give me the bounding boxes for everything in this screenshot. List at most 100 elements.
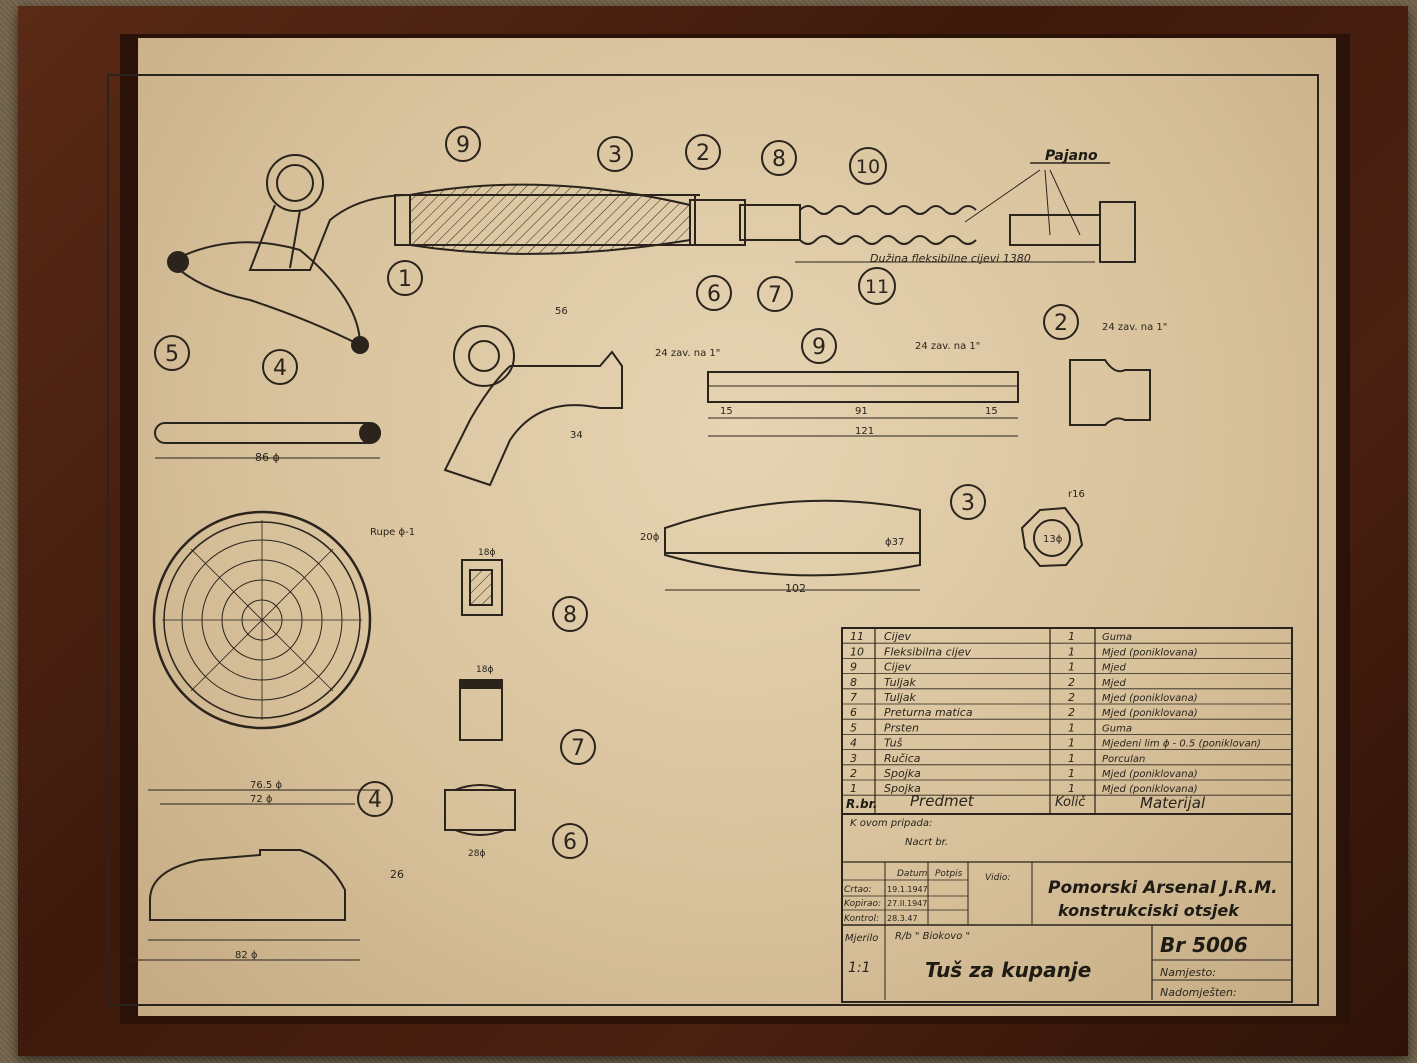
svg-text:6: 6: [563, 830, 577, 855]
org-name: Pomorski Arsenal J.R.M.: [1048, 878, 1278, 898]
callout-4-detail: 4: [357, 781, 393, 817]
svg-text:5: 5: [165, 342, 179, 367]
detail-part-5: [154, 422, 381, 459]
table-cell-item: Tuš: [884, 737, 903, 750]
dim-13: 13ϕ: [1043, 534, 1063, 545]
table-cell-no: 1: [850, 782, 857, 795]
k-ovom-pripada: K ovom pripada:: [850, 818, 932, 829]
detail-part-2: [1069, 359, 1151, 426]
namjesto: Namjesto:: [1160, 966, 1216, 979]
vidio: Vidio:: [985, 873, 1010, 883]
detail-part-3: [664, 499, 1084, 591]
label-hose-length: Dužina fleksibilne cijevi 1380: [870, 252, 1031, 265]
svg-text:6: 6: [707, 282, 721, 307]
callout-8: 8: [761, 140, 797, 176]
dim-24zav-2: 24 zav. na 1": [915, 341, 980, 352]
row-kontrol-date: 28.3.47: [887, 914, 918, 923]
svg-text:9: 9: [456, 133, 470, 158]
table-cell-qty: 1: [1068, 630, 1075, 643]
table-cell-material: Mjed: [1102, 663, 1127, 674]
label-pajano: Pajano: [1045, 148, 1098, 164]
table-cell-item: Spojka: [884, 767, 921, 780]
table-cell-item: Preturna matica: [884, 706, 973, 719]
dim-r16: r16: [1068, 489, 1085, 500]
callout-7: 7: [757, 276, 793, 312]
parts-table: [841, 627, 1293, 815]
svg-text:10: 10: [856, 156, 880, 178]
table-cell-item: Ručica: [884, 752, 921, 765]
callout-7-detail: 7: [560, 729, 596, 765]
table-cell-item: Tuljak: [884, 691, 916, 704]
callout-10: 10: [849, 147, 887, 185]
title-block: [841, 813, 1293, 1003]
table-cell-qty: 2: [1068, 691, 1075, 704]
callout-9-detail: 9: [801, 328, 837, 364]
row-kontrol-label: Kontrol:: [844, 914, 879, 924]
svg-text:4: 4: [368, 788, 382, 813]
dim-34: 34: [570, 430, 583, 441]
dim-24zav-1: 24 zav. na 1": [655, 348, 720, 359]
svg-text:11: 11: [865, 276, 889, 298]
table-cell-material: Mjed (poniklovana): [1102, 647, 1198, 658]
header-kolic: Količ: [1055, 795, 1086, 810]
dim-121: 121: [855, 426, 874, 437]
table-cell-material: Mjedeni lim ϕ - 0.5 (poniklovan): [1102, 739, 1261, 750]
dim-20: 20ϕ: [640, 532, 660, 543]
table-cell-qty: 1: [1068, 782, 1075, 795]
header-predmet: Predmet: [910, 792, 975, 810]
callout-6-detail: 6: [552, 823, 588, 859]
dim-15-left: 15: [720, 406, 733, 417]
svg-text:7: 7: [768, 283, 782, 308]
svg-text:2: 2: [1054, 311, 1068, 336]
table-cell-qty: 1: [1068, 645, 1075, 658]
callout-5: 5: [154, 335, 190, 371]
table-cell-material: Mjed (poniklovana): [1102, 693, 1198, 704]
dim-28: 28ϕ: [468, 849, 485, 859]
dim-56: 56: [555, 306, 568, 317]
svg-text:3: 3: [961, 491, 975, 516]
table-cell-item: Cijev: [884, 630, 912, 643]
table-cell-qty: 1: [1068, 737, 1075, 750]
callout-3-detail: 3: [950, 484, 986, 520]
table-cell-no: 10: [850, 645, 864, 658]
detail-part-6: [444, 784, 516, 836]
detail-showerhead-plan: [152, 510, 372, 730]
table-cell-material: Mjed (poniklovana): [1102, 784, 1198, 795]
table-cell-no: 6: [850, 706, 857, 719]
callout-8-detail: 8: [552, 596, 588, 632]
dim-24zav-3: 24 zav. na 1": [1102, 322, 1167, 333]
table-cell-no: 5: [850, 721, 857, 734]
table-cell-item: Prsten: [884, 721, 919, 734]
detail-showerhead-section: [130, 789, 380, 961]
table-cell-item: Spojka: [884, 782, 921, 795]
table-cell-material: Guma: [1102, 632, 1132, 643]
svg-text:8: 8: [772, 147, 786, 172]
svg-text:7: 7: [571, 736, 585, 761]
table-cell-qty: 2: [1068, 706, 1075, 719]
table-cell-qty: 2: [1068, 676, 1075, 689]
dim-37: ϕ37: [885, 537, 904, 548]
table-cell-no: 9: [850, 661, 857, 674]
drawing-title: Tuš za kupanje: [925, 958, 1091, 982]
col-potpis: Potpis: [935, 869, 963, 879]
detail-part-8: [461, 559, 503, 616]
table-cell-no: 4: [850, 737, 857, 750]
callout-4-top: 4: [262, 349, 298, 385]
callout-2: 2: [685, 134, 721, 170]
row-crtao-label: Crtao:: [844, 885, 872, 895]
callout-2-detail: 2: [1043, 304, 1079, 340]
org-dept: konstrukciski otsjek: [1058, 901, 1240, 920]
nadomjesten: Nadomješten:: [1160, 986, 1237, 999]
callout-1: 1: [387, 260, 423, 296]
dim-72: 72 ϕ: [250, 794, 273, 805]
svg-text:3: 3: [608, 143, 622, 168]
detail-part-9: [707, 371, 1019, 437]
detail-part-1: [443, 325, 623, 487]
row-kopirao-date: 27.II.1947: [887, 899, 927, 908]
row-crtao-date: 19.1.1947: [887, 885, 928, 894]
table-cell-no: 3: [850, 752, 857, 765]
callout-9: 9: [445, 126, 481, 162]
svg-text:9: 9: [812, 335, 826, 360]
